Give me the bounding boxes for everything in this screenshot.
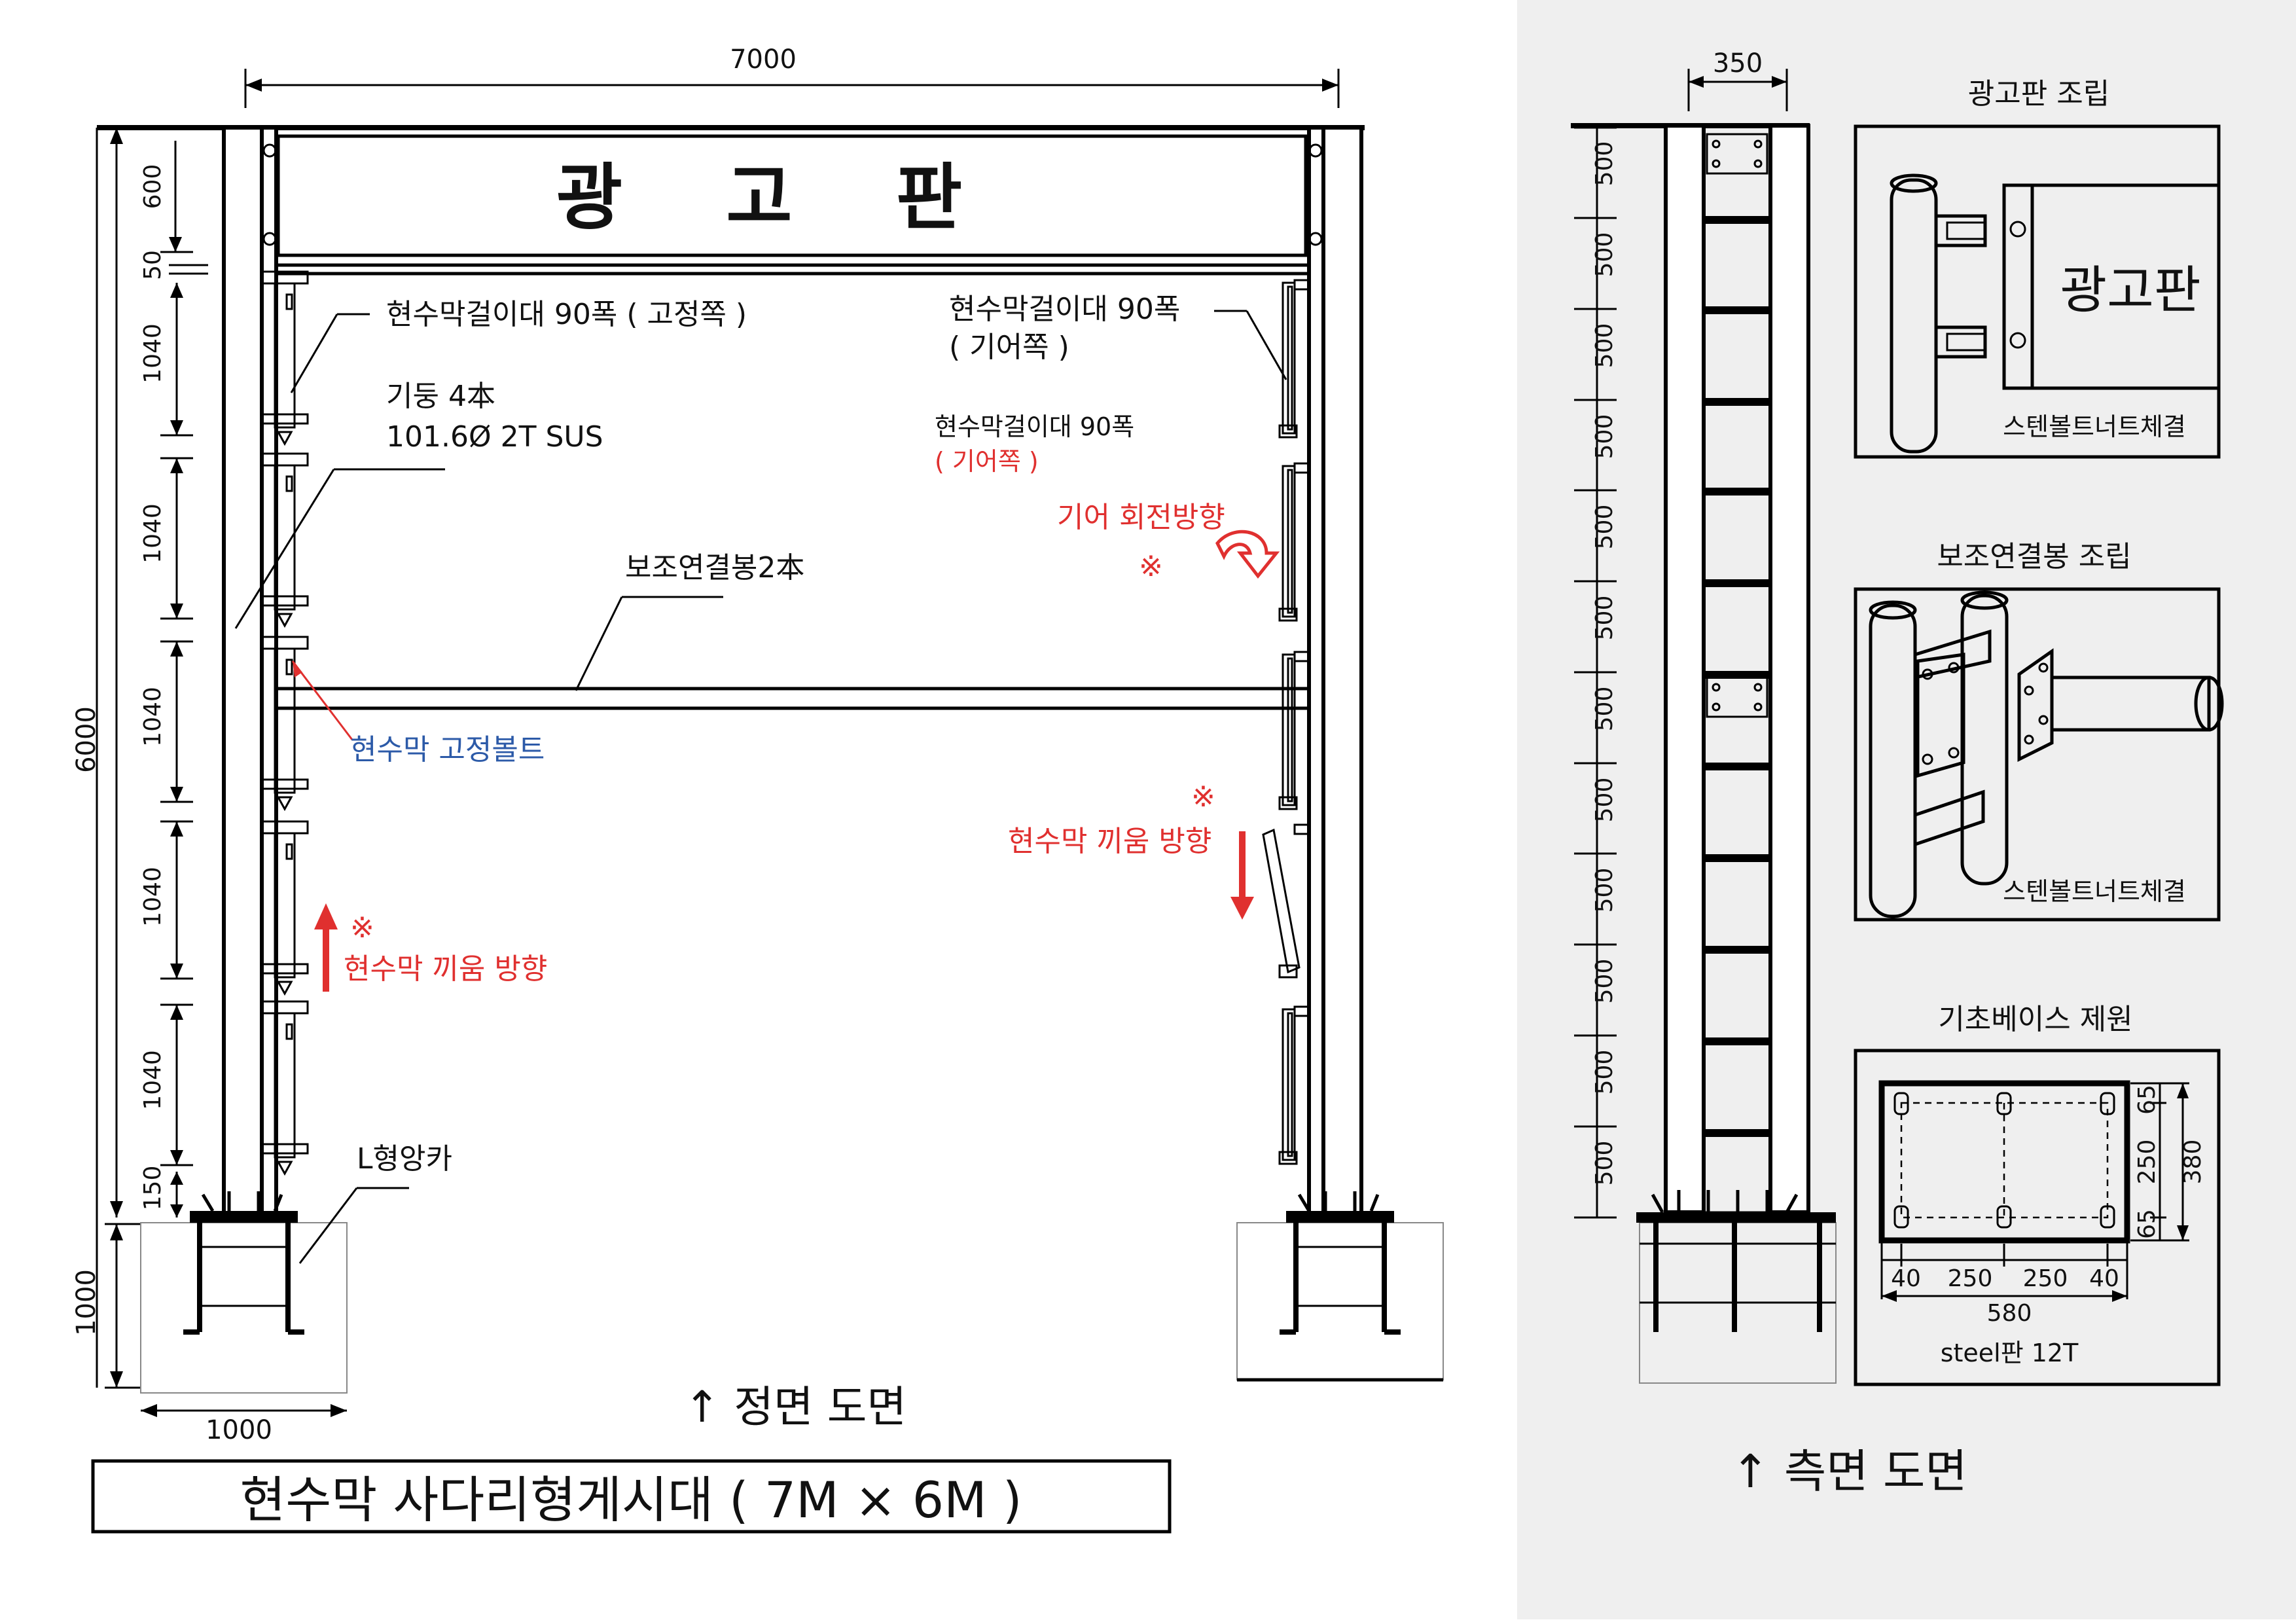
svg-text:65: 65 xyxy=(2134,1085,2161,1115)
label-gear-rotation: 기어 회전방향 xyxy=(1057,501,1225,534)
label-anchor: L형앙카 xyxy=(357,1142,452,1176)
svg-text:250: 250 xyxy=(2134,1140,2161,1185)
label-gear-side-2: ( 기어쪽 ) xyxy=(949,331,1069,364)
label-insert-right: 현수막 끼움 방향 xyxy=(1008,825,1211,858)
svg-text:500: 500 xyxy=(1591,414,1618,460)
total-height-dim: 6000 xyxy=(71,706,101,773)
base-width-dim: 1000 xyxy=(206,1415,272,1445)
svg-text:1040: 1040 xyxy=(139,1050,166,1110)
svg-text:65: 65 xyxy=(2134,1209,2161,1239)
front-view: 7000 광 고 판 xyxy=(71,45,1444,1534)
side-rungs xyxy=(1704,216,1770,1137)
label-fix-bolt: 현수막 고정볼트 xyxy=(350,733,545,766)
left-foundation: 1000 xyxy=(140,1191,348,1445)
aux-assembly-note: 스텐볼트너트체결 xyxy=(2003,877,2186,906)
label-gear-small-2: ( 기어쪽 ) xyxy=(935,447,1039,476)
side-foundation xyxy=(1636,1190,1837,1384)
dim-1040-group: 1040 1040 1040 1040 1040 xyxy=(139,283,193,1217)
svg-text:500: 500 xyxy=(1591,596,1618,641)
svg-text:1040: 1040 xyxy=(139,687,166,747)
sign-assembly-text: 광고판 xyxy=(2060,261,2200,320)
side-view: 350 xyxy=(1571,48,1967,1498)
front-view-caption: ↑ 정면 도면 xyxy=(684,1382,906,1432)
label-insert-left: 현수막 끼움 방향 xyxy=(344,952,547,986)
side-view-panel xyxy=(1517,0,2296,1619)
base-title: 기초베이스 제원 xyxy=(1938,1003,2132,1036)
svg-text:500: 500 xyxy=(1591,505,1618,550)
svg-text:500: 500 xyxy=(1591,868,1618,913)
svg-text:500: 500 xyxy=(1591,959,1618,1004)
mark-insert-left: ※ xyxy=(350,911,374,945)
svg-text:150: 150 xyxy=(139,1166,166,1211)
detail-sign-assembly: 광고판 조립 광고판 스텐볼트너트체결 xyxy=(1854,77,2221,459)
svg-text:250: 250 xyxy=(2023,1265,2068,1292)
label-gear-side-1: 현수막걸이대 90폭 xyxy=(949,293,1180,326)
label-fixed-side: 현수막걸이대 90폭 ( 고정쪽 ) xyxy=(386,298,747,331)
detail-aux-assembly: 보조연결봉 조립 스텐볼트너트체결 xyxy=(1854,540,2224,922)
base-total-height: 380 xyxy=(2179,1140,2206,1185)
svg-text:40: 40 xyxy=(2089,1265,2119,1292)
label-post-line2: 101.6Ø 2T SUS xyxy=(386,420,603,454)
side-dims: 500 500 500 500 500 500 500 500 500 500 … xyxy=(1574,126,1618,1219)
side-width-dim: 350 xyxy=(1713,48,1763,79)
left-post-outer xyxy=(222,126,264,1219)
mark-rotation: ※ xyxy=(1139,550,1163,583)
svg-text:500: 500 xyxy=(1591,1141,1618,1186)
drawing-title: 현수막 사다리형게시대 ( 7M × 6M ) xyxy=(240,1471,1022,1529)
base-height-dim: 1000 xyxy=(71,1269,101,1336)
svg-text:500: 500 xyxy=(1591,323,1618,369)
aux-assembly-title: 보조연결봉 조립 xyxy=(1937,540,2131,573)
sign-board-text: 광 고 판 xyxy=(556,156,1001,240)
detail-base-plate: 기초베이스 제원 40 250 250 40 580 65 250 65 xyxy=(1854,1003,2221,1386)
base-total-width: 580 xyxy=(1987,1300,2032,1327)
label-aux-bar: 보조연결봉2本 xyxy=(625,551,804,585)
sign-assembly-note: 스텐볼트너트체결 xyxy=(2003,412,2186,441)
right-hangers xyxy=(1262,279,1310,1165)
top-width-dim: 7000 xyxy=(730,45,797,75)
dim-600: 600 xyxy=(139,164,166,209)
svg-text:500: 500 xyxy=(1591,778,1618,823)
insert-down-arrow-icon xyxy=(1230,831,1254,920)
rotation-arrow-icon xyxy=(1215,530,1280,579)
svg-text:40: 40 xyxy=(1891,1265,1921,1292)
svg-text:500: 500 xyxy=(1591,232,1618,278)
title-box xyxy=(91,1459,1172,1534)
svg-text:1040: 1040 xyxy=(139,503,166,564)
label-post-line1: 기둥 4本 xyxy=(386,380,495,413)
insert-up-arrow-icon xyxy=(314,903,338,992)
mark-insert-right: ※ xyxy=(1191,780,1215,814)
left-hangers xyxy=(260,270,309,1176)
label-gear-small-1: 현수막걸이대 90폭 xyxy=(935,412,1134,441)
sign-assembly-title: 광고판 조립 xyxy=(1968,77,2109,111)
svg-text:500: 500 xyxy=(1591,1050,1618,1095)
svg-text:1040: 1040 xyxy=(139,323,166,384)
right-foundation xyxy=(1236,1191,1444,1382)
right-post-inner xyxy=(1307,126,1325,1219)
base-material: steel판 12T xyxy=(1941,1339,2079,1367)
svg-text:250: 250 xyxy=(1948,1265,1993,1292)
dim-50: 50 xyxy=(139,250,166,280)
svg-text:1040: 1040 xyxy=(139,867,166,927)
right-post-outer xyxy=(1321,126,1363,1219)
svg-text:500: 500 xyxy=(1591,687,1618,732)
side-view-caption: ↑ 측면 도면 xyxy=(1731,1445,1967,1498)
svg-text:500: 500 xyxy=(1591,141,1618,187)
